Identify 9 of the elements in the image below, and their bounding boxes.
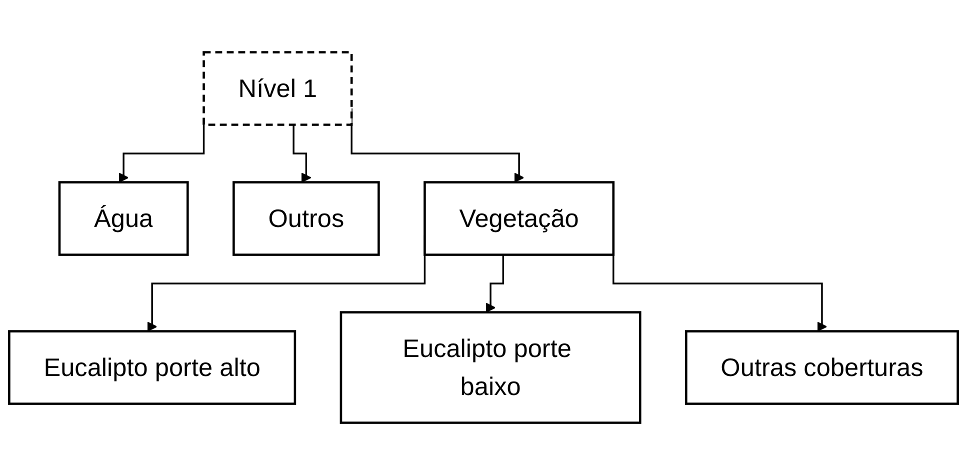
arrow (486, 254, 504, 313)
arrow (292, 124, 312, 183)
node-box: Água (58, 181, 189, 256)
node-box: Outras coberturas (685, 330, 959, 405)
node-box: Eucalipto porte baixo (340, 311, 642, 424)
node-box: Vegetação (424, 181, 615, 256)
node-box: Eucalipto porte alto (8, 330, 296, 405)
node-box: Nível 1 (202, 51, 353, 126)
node-box: Outros (232, 181, 380, 256)
